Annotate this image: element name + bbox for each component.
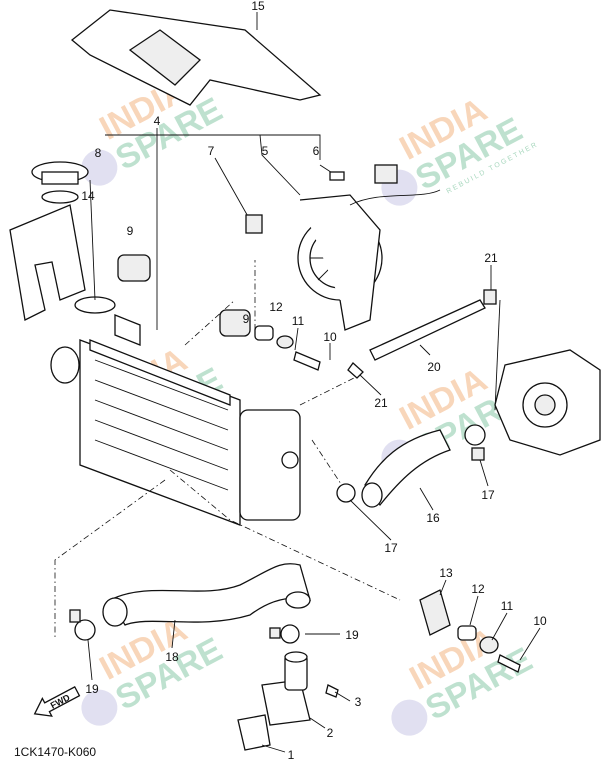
callout-12: 12 <box>471 582 485 596</box>
callout-9: 9 <box>127 224 134 238</box>
fan-motor <box>297 164 441 331</box>
thermostat-housing <box>237 651 311 751</box>
callout-4: 4 <box>154 114 161 128</box>
hose <box>364 429 451 507</box>
radiator-cover <box>70 9 322 106</box>
grommet <box>117 254 151 282</box>
callout-17: 17 <box>481 488 495 502</box>
callout-10: 10 <box>533 614 547 628</box>
callout-17: 17 <box>384 541 398 555</box>
radiator-cap <box>31 161 89 204</box>
grommet <box>419 589 451 636</box>
callout-21: 21 <box>374 396 388 410</box>
callout-11: 11 <box>292 314 305 328</box>
callout-5: 5 <box>262 144 269 158</box>
callout-12: 12 <box>269 300 283 314</box>
hose <box>369 299 486 361</box>
callout-11: 11 <box>501 599 514 613</box>
callout-18: 18 <box>165 650 179 664</box>
radiator-cover-plate <box>9 204 86 321</box>
watermark-top-right: INDIA SPARE REBUILD TOGETHER <box>381 91 540 206</box>
callout-6: 6 <box>313 144 320 158</box>
fwd-arrow-icon: FWD <box>33 686 81 717</box>
callout-21: 21 <box>484 251 498 265</box>
diagram-code: 1CK1470-K060 <box>14 745 97 759</box>
callout-9: 9 <box>243 312 250 326</box>
callout-3: 3 <box>355 695 362 709</box>
callout-1: 1 <box>288 748 295 762</box>
hose <box>109 563 311 626</box>
callout-16: 16 <box>426 511 440 525</box>
callout-19: 19 <box>85 682 99 696</box>
clamp <box>483 289 497 305</box>
radiator <box>50 314 301 526</box>
callout-19: 19 <box>345 628 359 642</box>
callout-2: 2 <box>327 726 334 740</box>
callout-7: 7 <box>208 144 215 158</box>
clip <box>245 214 263 234</box>
callout-20: 20 <box>427 360 441 374</box>
water-pump <box>494 349 601 456</box>
grommet <box>219 309 251 337</box>
callout-15: 15 <box>251 0 265 13</box>
watermark-bottom-right: INDIA SPARE <box>391 621 539 736</box>
callout-13: 13 <box>439 566 453 580</box>
callout-8: 8 <box>95 146 102 160</box>
callout-14: 14 <box>81 189 95 203</box>
callout-10: 10 <box>323 330 337 344</box>
